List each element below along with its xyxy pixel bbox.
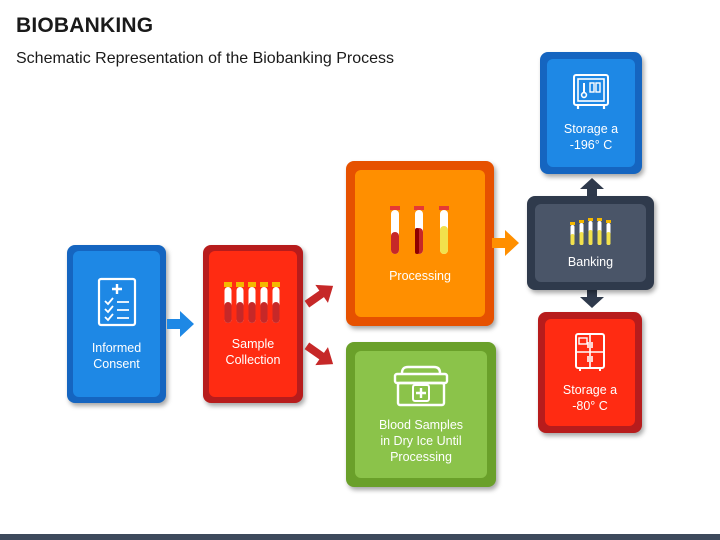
sample-tubes-icon: [390, 205, 449, 254]
dry-ice-panel: Blood Samples in Dry Ice Until Processin…: [355, 351, 487, 478]
storage-80-panel: Storage a -80° C: [545, 319, 635, 426]
processing-label: Processing: [389, 268, 451, 283]
informed-consent-box: Informed Consent: [67, 245, 166, 403]
arrow-consent-to-collection: [167, 311, 194, 337]
clipboard-checklist-icon: [97, 277, 136, 327]
processing-panel: Processing: [355, 170, 485, 317]
cryo-freezer-icon: [573, 74, 609, 109]
cooler-box-icon: [393, 365, 449, 406]
banking-label: Banking: [567, 255, 614, 269]
storage-196-box: Storage a -196° C: [540, 52, 642, 174]
informed-consent-label: Informed Consent: [91, 341, 142, 371]
processing-box: Processing: [346, 161, 494, 326]
arrow-collection-to-processing: [304, 284, 334, 308]
banking-box: Banking: [527, 196, 654, 290]
storage-196-label: Storage a -196° C: [563, 122, 619, 152]
storage-80-box: Storage a -80° C: [538, 312, 642, 433]
refrigerator-icon: [575, 332, 605, 371]
storage-196-panel: Storage a -196° C: [547, 59, 635, 167]
arrow-collection-to-dry-ice: [304, 342, 334, 366]
sample-collection-box: Sample Collection: [203, 245, 303, 403]
dry-ice-box: Blood Samples in Dry Ice Until Processin…: [346, 342, 496, 487]
sample-collection-label: Sample Collection: [225, 337, 281, 367]
sample-collection-panel: Sample Collection: [209, 251, 297, 397]
footer-bar: [0, 534, 720, 540]
test-tubes-icon: [224, 282, 280, 323]
page-subtitle: Schematic Representation of the Biobanki…: [16, 50, 394, 67]
tube-rack-icon: [569, 218, 611, 245]
arrow-processing-to-banking: [492, 230, 519, 256]
banking-panel: Banking: [535, 204, 646, 282]
arrow-banking-to-storage-196: [580, 178, 604, 200]
page-title: BIOBANKING: [16, 14, 154, 37]
informed-consent-panel: Informed Consent: [73, 251, 160, 397]
storage-80-label: Storage a -80° C: [562, 382, 618, 413]
arrow-banking-to-storage-80: [580, 286, 604, 308]
dry-ice-label: Blood Samples in Dry Ice Until Processin…: [378, 417, 464, 464]
